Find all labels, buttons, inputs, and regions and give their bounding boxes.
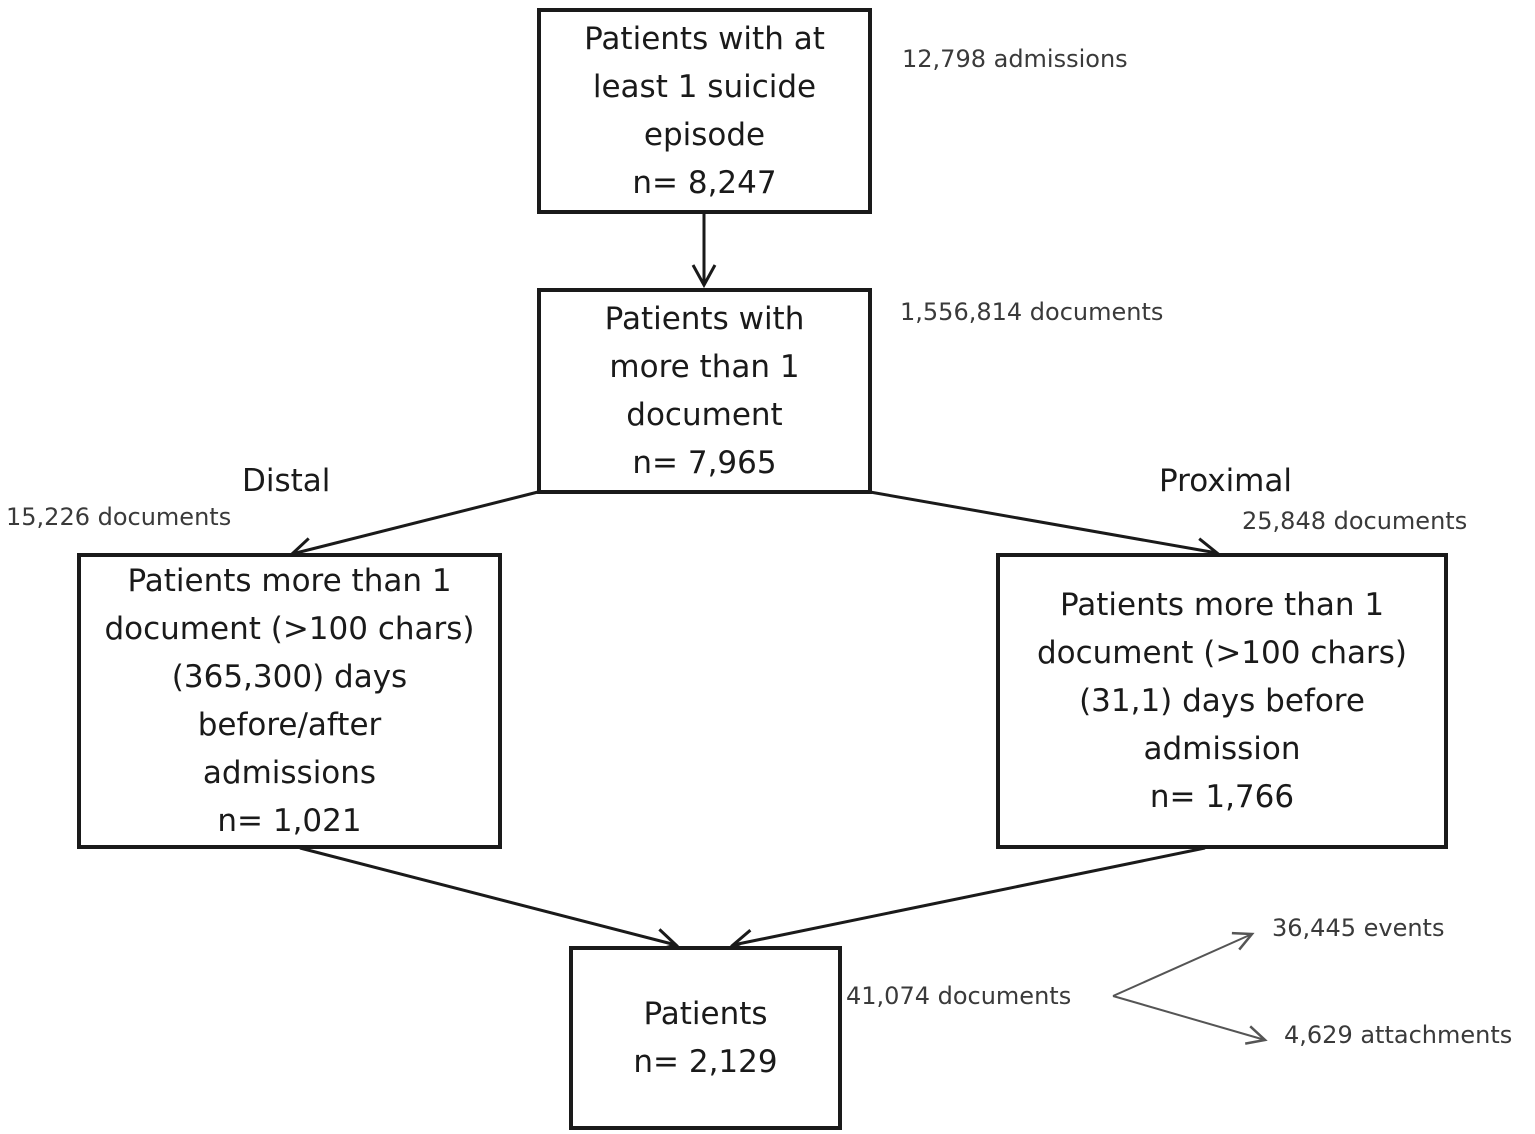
- box-line: Patients more than 1: [1059, 587, 1385, 623]
- box-line: (31,1) days before: [1079, 683, 1365, 719]
- arrow-proximal-to-final: [729, 846, 1206, 954]
- box-line: (365,300) days: [171, 659, 408, 695]
- note-attachments: 4,629 attachments: [1284, 1021, 1513, 1049]
- arrow-second-to-distal: [288, 490, 539, 562]
- box-line: admissions: [202, 755, 377, 791]
- box-suicide-episode: Patients with at least 1 suicide episode…: [537, 8, 872, 214]
- box-more-than-one-document: Patients with more than 1 document n= 7,…: [537, 288, 872, 494]
- box-line: document (>100 chars): [104, 611, 475, 647]
- box-line: document: [626, 397, 783, 433]
- box-line: episode: [643, 117, 766, 153]
- box-line: least 1 suicide: [592, 69, 817, 105]
- arrow-to-events: [1112, 931, 1255, 997]
- note-documents-all: 1,556,814 documents: [900, 298, 1164, 326]
- box-line: Patients: [643, 996, 768, 1032]
- box-line: n= 2,129: [633, 1044, 778, 1080]
- arrow-second-to-proximal: [869, 490, 1221, 562]
- branch-label-proximal: Proximal: [1159, 463, 1292, 499]
- box-line: n= 1,021: [217, 803, 362, 839]
- box-line: Patients with at: [584, 21, 825, 57]
- box-line: Patients more than 1: [127, 563, 452, 599]
- note-documents-distal: 15,226 documents: [6, 503, 232, 531]
- arrow-distal-to-final: [299, 846, 680, 953]
- arrow-to-attachments: [1112, 995, 1268, 1045]
- note-admissions: 12,798 admissions: [902, 45, 1128, 73]
- note-documents-proximal: 25,848 documents: [1242, 507, 1468, 535]
- box-line: n= 7,965: [632, 445, 777, 481]
- box-line: more than 1: [609, 349, 800, 385]
- box-line: before/after: [197, 707, 382, 743]
- box-distal: Patients more than 1 document (>100 char…: [77, 553, 502, 849]
- box-line: n= 8,247: [632, 165, 777, 201]
- note-events: 36,445 events: [1272, 914, 1445, 942]
- box-line: document (>100 chars): [1036, 635, 1408, 671]
- box-line: admission: [1143, 731, 1301, 767]
- box-proximal: Patients more than 1 document (>100 char…: [996, 553, 1448, 849]
- note-documents-final: 41,074 documents: [846, 982, 1072, 1010]
- box-line: Patients with: [604, 301, 805, 337]
- box-line: n= 1,766: [1149, 779, 1295, 815]
- branch-label-distal: Distal: [242, 463, 331, 499]
- box-final-patients: Patients n= 2,129: [569, 946, 842, 1130]
